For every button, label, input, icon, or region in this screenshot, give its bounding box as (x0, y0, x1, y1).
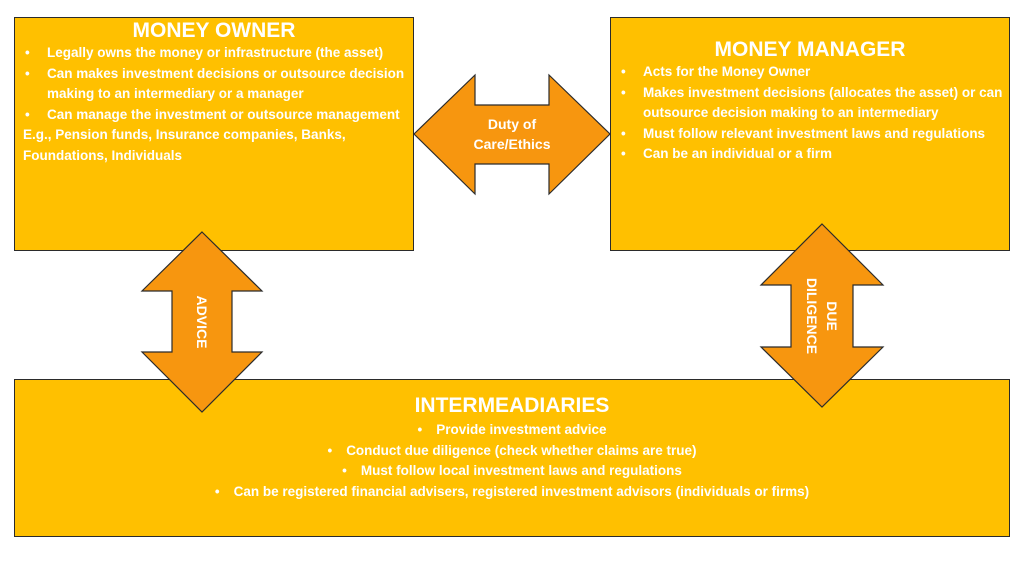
due-label-line1: DUE (824, 301, 840, 331)
intermediaries-bullets: Provide investment advice Conduct due di… (15, 420, 1009, 502)
list-item: Legally owns the money or infrastructure… (15, 43, 413, 64)
list-item: Makes investment decisions (allocates th… (611, 83, 1003, 124)
money-manager-box: MONEY MANAGER Acts for the Money Owner M… (610, 17, 1010, 251)
money-owner-title: MONEY OWNER (132, 19, 296, 42)
due-diligence-arrow (759, 223, 885, 408)
advice-arrow (140, 231, 264, 413)
list-item: Must follow local investment laws and re… (15, 461, 1009, 482)
money-owner-bullets: Legally owns the money or infrastructure… (15, 43, 413, 125)
list-item: Conduct due diligence (check whether cla… (15, 441, 1009, 462)
list-item: Provide investment advice (15, 420, 1009, 441)
advice-label: ADVICE (194, 295, 210, 349)
list-item: Can manage the investment or outsource m… (15, 105, 413, 126)
list-item: Acts for the Money Owner (611, 62, 1003, 83)
money-manager-title: MONEY MANAGER (714, 38, 906, 61)
due-diligence-label: DUE DILIGENCE (802, 256, 842, 376)
list-item: Can be registered financial advisers, re… (15, 482, 1009, 503)
duty-of-care-arrow (413, 73, 611, 196)
list-item: Can be an individual or a firm (611, 144, 1003, 165)
intermediaries-box: INTERMEADIARIES Provide investment advic… (14, 379, 1010, 537)
duty-label-line1: Duty of (487, 116, 537, 132)
list-item: Must follow relevant investment laws and… (611, 124, 1003, 145)
list-item: Can makes investment decisions or outsou… (15, 64, 413, 105)
duty-label-line2: Care/Ethics (473, 136, 551, 152)
duty-of-care-label: Duty of Care/Ethics (462, 114, 562, 154)
money-owner-examples: E.g., Pension funds, Insurance companies… (23, 127, 346, 163)
money-owner-box: MONEY OWNER Legally owns the money or in… (14, 17, 414, 251)
due-label-line2: DILIGENCE (804, 277, 820, 355)
intermediaries-title: INTERMEADIARIES (414, 394, 610, 417)
money-manager-bullets: Acts for the Money Owner Makes investmen… (611, 62, 1009, 165)
